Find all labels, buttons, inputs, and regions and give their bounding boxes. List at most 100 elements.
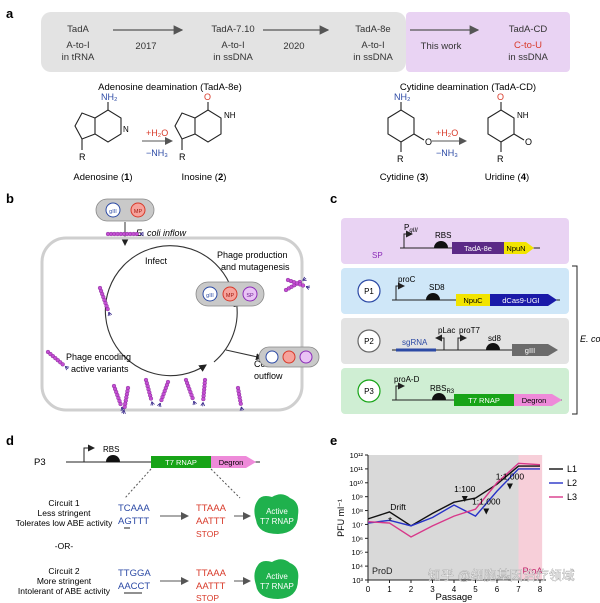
x-tick-label-2: 2	[409, 585, 414, 594]
c2-active-t7	[254, 559, 299, 599]
sp-gene-npun	[504, 242, 534, 254]
c2-stop: STOP	[196, 593, 219, 603]
tl-l1-1: A-to-I	[221, 40, 244, 51]
svg-text:T7 RNAP: T7 RNAP	[468, 396, 500, 405]
tl-name-1: TadA-7.10	[211, 24, 254, 35]
tl-l2-0: in tRNA	[62, 52, 95, 63]
phage-4	[121, 385, 131, 415]
c1-top-seq: TCAAA	[118, 503, 150, 514]
tl-l1-0: A-to-I	[66, 40, 89, 51]
encoding-label-1: Phage encoding	[66, 352, 131, 362]
c2-top-seq: TTGGA	[118, 568, 151, 579]
d-zoom-right	[210, 468, 241, 499]
tl-name-0: TadA	[67, 24, 89, 35]
p3-rbs	[432, 393, 446, 400]
region-1	[518, 455, 543, 580]
legend-label-L1: L1	[567, 464, 577, 474]
panel-label-e: e	[330, 433, 337, 448]
annotation-marker-3	[506, 483, 513, 490]
timeline-box	[41, 12, 406, 72]
svg-text:Degron: Degron	[522, 396, 547, 405]
tl-name-2: TadA-8e	[355, 24, 390, 35]
phage-3	[111, 383, 125, 412]
p2-prot7: proT7	[459, 326, 480, 335]
svg-text:T7 RNAP: T7 RNAP	[260, 517, 294, 526]
uridine-r: R	[497, 154, 504, 164]
y-tick-label-8: 10¹¹	[350, 465, 364, 474]
p3-promoter-arrow	[395, 382, 405, 400]
p2-prot7-arrow	[457, 334, 467, 350]
d-gene-t7rnap	[151, 456, 211, 468]
cytidine-o: O	[425, 137, 432, 147]
adenosine-structure	[74, 102, 122, 150]
svg-text:gIII: gIII	[525, 346, 535, 355]
annotation-2: 1:1,000	[472, 497, 501, 507]
arrow-label-2017: 2017	[135, 41, 156, 52]
cytidine-structure	[387, 102, 425, 152]
y-axis-label: PFU ml⁻¹	[336, 499, 346, 537]
svg-text:T7 RNAP: T7 RNAP	[260, 582, 294, 591]
svg-text:Active: Active	[266, 507, 288, 516]
legend-label-L3: L3	[567, 492, 577, 502]
outflow-sp-chip	[299, 350, 313, 364]
lagoon-vessel	[40, 236, 304, 412]
svg-text:P3: P3	[364, 387, 374, 396]
cytidine-nh2: NH₂	[394, 92, 411, 102]
d-rbs-label: RBS	[103, 445, 119, 454]
svg-text:gIII: gIII	[109, 209, 117, 215]
c2-bottom-seq: AACCT	[118, 581, 150, 592]
svg-text:SP: SP	[246, 293, 254, 299]
series-line-L3	[367, 462, 541, 538]
infected-sp-chip	[242, 286, 258, 302]
outflow-mp-chip	[282, 350, 296, 364]
compound-adenosine: Adenosine (1)	[73, 172, 132, 183]
phage-particles	[45, 217, 379, 415]
infect-label: Infect	[145, 256, 168, 266]
phage-7	[183, 377, 197, 406]
sp-gene-tada8e	[452, 242, 504, 254]
phage-5	[143, 377, 155, 406]
constant-label-2: outflow	[254, 371, 283, 381]
x-tick-label-3: 3	[430, 585, 435, 594]
y-tick-label-2: 10⁵	[352, 548, 363, 557]
sp-label: SP	[372, 251, 383, 260]
c1-top-after: TTAAA	[196, 503, 227, 514]
y-tick-label-9: 10¹²	[350, 451, 364, 460]
circuit1-title: Circuit 1	[48, 498, 79, 508]
circuit1-desc2: Tolerates low ABE activity	[16, 518, 114, 528]
annotation-marker-1	[461, 496, 468, 503]
phage-9	[235, 385, 245, 411]
infected-mp-chip	[222, 286, 238, 302]
inosine-nh: NH	[224, 111, 236, 120]
p3-promoter: proA-D	[394, 375, 420, 384]
svg-text:NpuN: NpuN	[506, 244, 525, 253]
annotation-1: 1:100	[454, 484, 476, 494]
circuit2-desc1: More stringent	[37, 576, 92, 586]
uridine-structure	[487, 102, 525, 152]
cytidine-r: R	[397, 154, 404, 164]
d-promoter-arrow	[83, 444, 95, 462]
inosine-o: O	[204, 92, 211, 102]
p3-gene-degron	[514, 394, 562, 406]
d-p3-label: P3	[34, 457, 46, 468]
sp-rbs-label: RBS	[435, 231, 451, 240]
tl-l2-1: in ssDNA	[213, 52, 253, 63]
inflow-label: E. coli inflow	[136, 228, 187, 238]
sp-promoter-arrow	[403, 230, 413, 248]
p2-gene-giii	[512, 344, 558, 356]
reagent-h2o-right: +H₂O	[436, 128, 458, 138]
outflow-arrow	[225, 349, 263, 361]
circuit2-desc2: Intolerant of ABE activity	[18, 586, 111, 596]
encoding-label-2: active variants	[71, 364, 129, 374]
infected-giii-chip	[202, 286, 218, 302]
svg-text:dCas9-UGI: dCas9-UGI	[502, 296, 540, 305]
x-tick-label-4: 4	[452, 585, 457, 594]
circuit1-desc1: Less stringent	[38, 508, 92, 518]
y-tick-label-5: 10⁸	[351, 507, 363, 516]
svg-text:gIII: gIII	[206, 293, 214, 299]
d-rbs	[106, 455, 120, 462]
d-zoom-left	[124, 468, 152, 499]
outflow-giii-chip	[265, 350, 279, 364]
production-label-1: Phage production	[217, 250, 288, 260]
svg-text:MP: MP	[226, 293, 235, 299]
